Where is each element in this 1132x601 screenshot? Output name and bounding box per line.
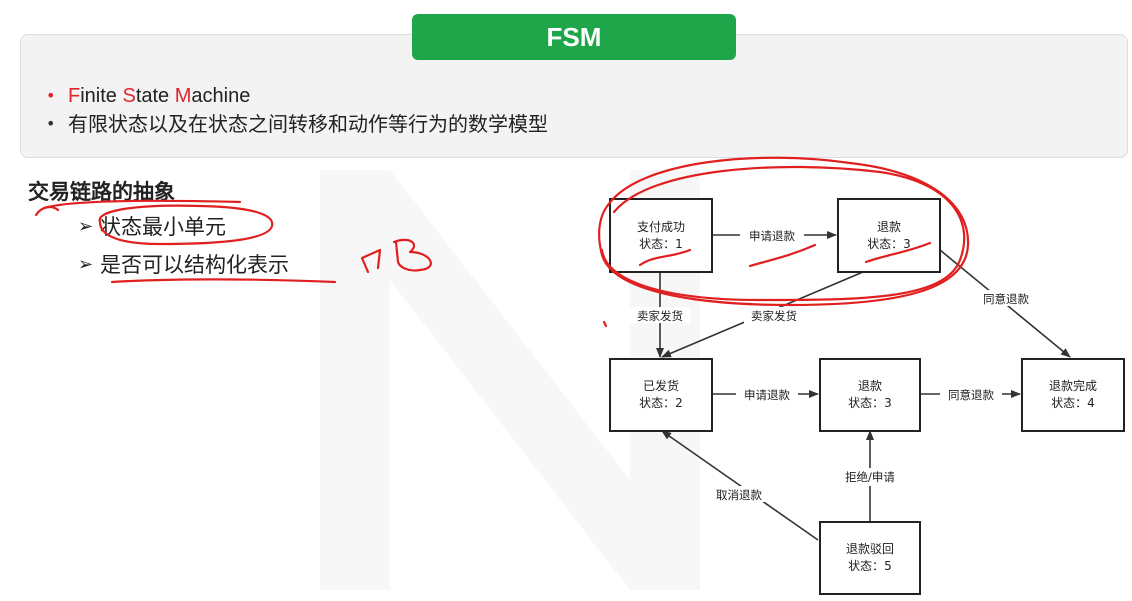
definition-text: 有限状态以及在状态之间转移和动作等行为的数学模型 bbox=[68, 112, 548, 136]
annotation-underline bbox=[864, 241, 932, 264]
state-node: 支付成功 状态：1 bbox=[609, 198, 713, 273]
state-node: 退款完成 状态：4 bbox=[1021, 358, 1125, 432]
annotation-underline bbox=[638, 248, 692, 267]
svg-text:状态：5: 状态：5 bbox=[848, 559, 892, 573]
section-item: ➢是否可以结构化表示 bbox=[78, 246, 289, 284]
handwritten-annotations bbox=[34, 156, 970, 328]
svg-text:退款: 退款 bbox=[858, 379, 882, 393]
annotation-circle bbox=[600, 165, 966, 302]
svg-text:状态：1: 状态：1 bbox=[639, 237, 683, 251]
edge-label: 申请退款 bbox=[749, 229, 795, 243]
svg-text:状态：3: 状态：3 bbox=[867, 237, 911, 251]
definition-item-acronym: • Finite State Machine bbox=[46, 82, 548, 110]
annotation-underline bbox=[110, 278, 337, 284]
edge-label: 拒绝/申请 bbox=[845, 470, 895, 484]
edge-label: 卖家发货 bbox=[751, 309, 797, 323]
section-item: ➢状态最小单元 bbox=[78, 208, 289, 246]
annotation-scribble bbox=[360, 248, 382, 274]
bullet-dot: • bbox=[46, 86, 56, 105]
annotation-scribble bbox=[392, 238, 432, 272]
svg-text:已发货: 已发货 bbox=[643, 378, 679, 393]
definition-list: • Finite State Machine • 有限状态以及在状态之间转移和动… bbox=[46, 82, 548, 138]
state-node: 退款驳回 状态：5 bbox=[819, 521, 921, 595]
arrow-bullet-icon: ➢ bbox=[78, 216, 94, 237]
annotation-mark bbox=[34, 205, 60, 217]
edge-label: 同意退款 bbox=[948, 388, 994, 402]
arrow-bullet-icon: ➢ bbox=[78, 254, 94, 275]
svg-text:退款: 退款 bbox=[877, 220, 901, 234]
state-node: 退款 状态：3 bbox=[819, 358, 921, 432]
state-node: 已发货 状态：2 bbox=[609, 358, 713, 432]
annotation-underline bbox=[748, 243, 817, 268]
svg-text:退款完成: 退款完成 bbox=[1049, 378, 1097, 393]
edge-label: 取消退款 bbox=[716, 488, 762, 502]
annotation-circle bbox=[598, 156, 970, 307]
edge-label: 同意退款 bbox=[983, 292, 1029, 306]
svg-text:状态：3: 状态：3 bbox=[848, 396, 892, 410]
state-node: 退款 状态：3 bbox=[837, 198, 941, 273]
edge-rejected-to-shipped bbox=[661, 430, 819, 541]
section-items: ➢状态最小单元 ➢是否可以结构化表示 bbox=[78, 208, 289, 284]
svg-text:状态：4: 状态：4 bbox=[1051, 396, 1095, 410]
edge-labels: 申请退款 卖家发货 卖家发货 同意退款 申请退款 同意退款 拒绝/申请 取消退款 bbox=[630, 227, 1036, 502]
annotation-circle bbox=[98, 204, 274, 246]
acronym-expansion: Finite State Machine bbox=[68, 85, 251, 107]
page-title: FSM bbox=[412, 14, 736, 60]
annotation-mark bbox=[602, 320, 608, 328]
definition-item-description: • 有限状态以及在状态之间转移和动作等行为的数学模型 bbox=[46, 110, 548, 138]
svg-text:状态：2: 状态：2 bbox=[639, 396, 683, 410]
svg-text:支付成功: 支付成功 bbox=[637, 220, 685, 234]
annotation-underline bbox=[42, 199, 242, 210]
edge-label: 申请退款 bbox=[744, 388, 790, 402]
svg-text:退款驳回: 退款驳回 bbox=[846, 542, 894, 556]
bullet-dot: • bbox=[46, 114, 56, 133]
edge-label: 卖家发货 bbox=[637, 309, 683, 323]
